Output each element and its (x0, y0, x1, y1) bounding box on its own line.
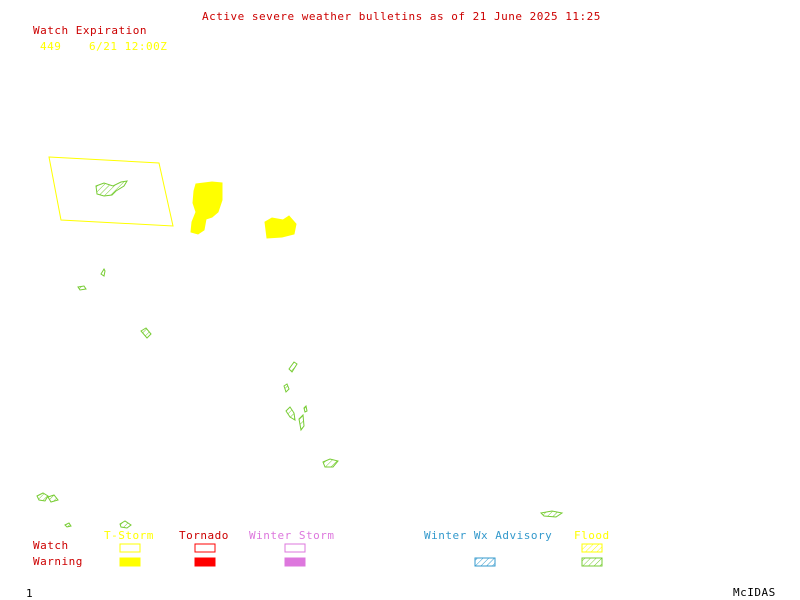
legend-flood-watch-swatch (581, 543, 603, 553)
watch-expires-time: 6/21 12:00Z (89, 40, 168, 53)
legend-winter-adv-warning-swatch (474, 557, 496, 567)
flood-warning-area (77, 285, 87, 291)
brand-label: McIDAS (733, 586, 776, 599)
bulletin-title: Active severe weather bulletins as of 21… (202, 10, 601, 23)
legend-tornado-label: Tornado (179, 529, 229, 542)
flood-warning-area (303, 404, 308, 413)
flood-warning-area (283, 383, 290, 393)
watch-expiration-heading: Watch Expiration (33, 24, 147, 37)
flood-warning-area (539, 510, 564, 518)
watch-number: 449 (40, 40, 62, 53)
flood-warning-area (36, 492, 49, 502)
legend-flood-label: Flood (574, 529, 610, 542)
legend-winter-adv-label: Winter Wx Advisory (424, 529, 553, 542)
legend-flood-warning-swatch (581, 557, 603, 567)
legend-winter-storm-label: Winter Storm (249, 529, 335, 542)
legend-tstorm-warning-swatch (119, 557, 141, 567)
flood-warning-area (298, 413, 305, 432)
legend-tornado-watch-swatch (194, 543, 216, 553)
flood-warning-area (288, 361, 298, 373)
flood-warning-area (322, 458, 339, 468)
flood-warning-area (47, 494, 59, 503)
flood-warning-area (95, 180, 128, 197)
watch-449-box (48, 156, 174, 227)
legend-watch-row-label: Watch (33, 539, 69, 552)
tstorm-warning-area (190, 181, 223, 235)
tstorm-warning-area (264, 215, 297, 239)
legend-winter-storm-watch-swatch (284, 543, 306, 553)
legend-warning-row-label: Warning (33, 555, 83, 568)
flood-warning-area (119, 520, 132, 529)
legend-tstorm-label: T-Storm (104, 529, 154, 542)
flood-warning-area (64, 522, 72, 528)
legend-winter-storm-warning-swatch (284, 557, 306, 567)
flood-warning-area (140, 327, 152, 339)
legend-tstorm-watch-swatch (119, 543, 141, 553)
legend-tornado-warning-swatch (194, 557, 216, 567)
flood-warning-area (285, 406, 296, 421)
legend-swatches (119, 543, 603, 567)
frame-number: 1 (26, 587, 34, 600)
flood-warning-area (100, 267, 106, 277)
